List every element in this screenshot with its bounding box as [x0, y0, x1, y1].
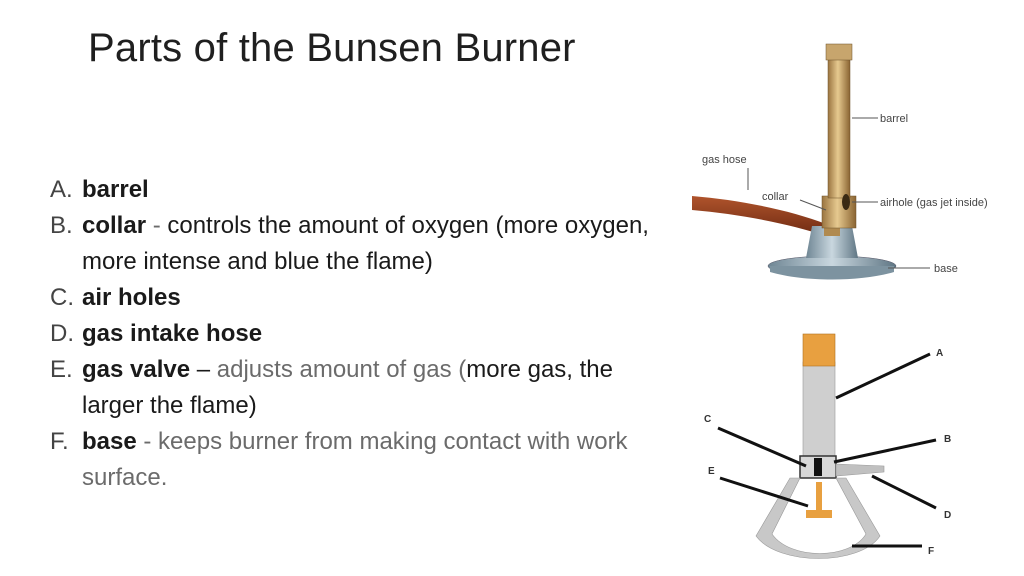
airhole	[842, 194, 850, 210]
part-letter: E.	[50, 356, 73, 383]
part-text: gas intake hose	[82, 316, 650, 352]
part-text: collar - controls the amount of oxygen (…	[82, 208, 650, 280]
part-text: air holes	[82, 280, 650, 316]
part-description: adjusts amount of gas (	[216, 356, 467, 383]
part-letter: C.	[50, 284, 74, 311]
label-b: B	[944, 434, 951, 445]
label-airhole: airhole (gas jet inside)	[880, 197, 988, 209]
schematic-valve-stem	[816, 482, 822, 512]
part-item: C. air holes	[50, 280, 650, 316]
burner-collar	[821, 195, 857, 229]
schematic-valve-knob	[806, 510, 832, 518]
label-barrel: barrel	[880, 113, 908, 125]
burner-barrel	[827, 55, 851, 199]
part-item: F. base - keeps burner from making contac…	[50, 424, 650, 496]
schematic-barrel	[802, 361, 836, 463]
part-letter: B.	[50, 212, 73, 239]
part-term: gas intake hose	[82, 320, 263, 347]
part-description: -	[146, 212, 168, 239]
label-d: D	[944, 510, 951, 521]
part-text: base - keeps burner from making contact …	[82, 424, 650, 496]
schematic-gas-inlet	[835, 463, 885, 477]
part-letter: D.	[50, 320, 74, 347]
part-item: E. gas valve – adjusts amount of gas (mor…	[50, 352, 650, 424]
part-description: more gas, the larger the flame)	[82, 356, 613, 419]
part-term: air holes	[82, 284, 181, 311]
part-description: - keeps burner from making contact with …	[82, 428, 628, 491]
part-description: –	[190, 356, 217, 383]
part-letter: F.	[50, 428, 69, 455]
label-f: F	[928, 546, 934, 557]
label-e: E	[708, 466, 715, 477]
part-term: barrel	[82, 176, 149, 203]
label-c: C	[704, 414, 711, 425]
slide-title: Parts of the Bunsen Burner	[88, 26, 576, 70]
label-a: A	[936, 348, 943, 359]
part-description: controls the amount of oxygen (more oxyg…	[82, 212, 649, 275]
part-item: B. collar - controls the amount of oxygen…	[50, 208, 650, 280]
label-gas-hose: gas hose	[702, 154, 747, 166]
part-item: D. gas intake hose	[50, 316, 650, 352]
part-term: collar	[82, 212, 147, 239]
part-text: gas valve – adjusts amount of gas (more …	[82, 352, 650, 424]
part-term: gas valve	[82, 356, 191, 383]
label-collar: collar	[762, 191, 789, 203]
schematic-cap	[802, 333, 836, 367]
part-item: A. barrel	[50, 172, 650, 208]
label-base: base	[934, 263, 958, 275]
part-letter: A.	[50, 176, 73, 203]
part-text: barrel	[82, 172, 650, 208]
gas-hose	[692, 196, 826, 236]
part-term: base	[82, 428, 137, 455]
